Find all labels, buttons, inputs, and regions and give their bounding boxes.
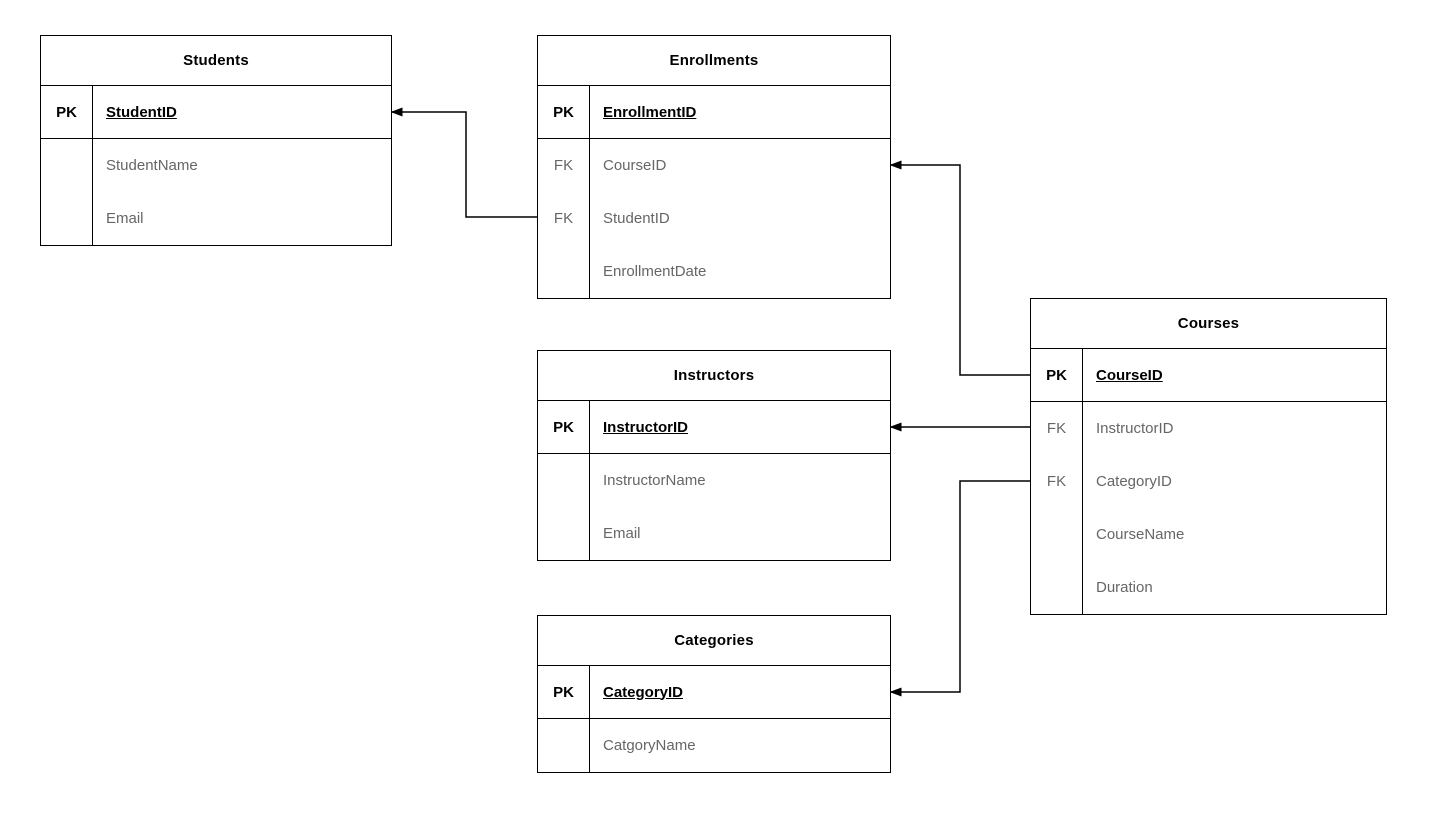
attribute-name: StudentID (603, 210, 670, 227)
attribute-name: CategoryID (1096, 473, 1172, 490)
attribute-name: CourseID (603, 157, 667, 174)
key-label: PK (538, 401, 590, 453)
attribute-name: EnrollmentID (603, 103, 697, 121)
attribute-name: EnrollmentDate (603, 263, 707, 280)
row-courses-duration[interactable]: Duration (1031, 561, 1386, 614)
row-courses-categoryid[interactable]: FK CategoryID (1031, 455, 1386, 508)
attribute-name: CourseName (1096, 526, 1185, 543)
entity-instructors-title: Instructors (538, 351, 890, 401)
attribute-name: CategoryID (603, 683, 684, 701)
key-label: FK (538, 192, 590, 245)
key-label (41, 192, 93, 245)
row-courses-coursename[interactable]: CourseName (1031, 508, 1386, 561)
key-label: FK (538, 139, 590, 192)
row-courses-instructorid[interactable]: FK InstructorID (1031, 402, 1386, 455)
row-enrollments-studentid[interactable]: FK StudentID (538, 192, 890, 245)
key-label (538, 719, 590, 772)
attribute-name: StudentName (106, 157, 198, 174)
entity-instructors[interactable]: Instructors PK InstructorID InstructorNa… (537, 350, 891, 561)
key-label: PK (1031, 349, 1083, 401)
row-students-studentname[interactable]: StudentName (41, 139, 391, 192)
attribute-name: CatgoryName (603, 737, 696, 754)
key-label (41, 139, 93, 192)
attribute-name: Email (603, 525, 641, 542)
key-label (1031, 561, 1083, 614)
row-instructors-instructorname[interactable]: InstructorName (538, 454, 890, 507)
entity-students[interactable]: Students PK StudentID StudentName Email (40, 35, 392, 246)
row-students-studentid[interactable]: PK StudentID (41, 86, 391, 139)
row-enrollments-courseid[interactable]: FK CourseID (538, 139, 890, 192)
entity-courses-title: Courses (1031, 299, 1386, 349)
key-label: PK (538, 666, 590, 718)
attribute-name: InstructorName (603, 472, 706, 489)
attribute-name: InstructorID (603, 418, 689, 436)
entity-categories[interactable]: Categories PK CategoryID CatgoryName (537, 615, 891, 773)
row-enrollments-enrollmentdate[interactable]: EnrollmentDate (538, 245, 890, 298)
key-label (538, 507, 590, 560)
row-instructors-instructorid[interactable]: PK InstructorID (538, 401, 890, 454)
entity-categories-title: Categories (538, 616, 890, 666)
attribute-name: Duration (1096, 579, 1153, 596)
attribute-name: InstructorID (1096, 420, 1174, 437)
attribute-name: StudentID (106, 103, 177, 121)
key-label (1031, 508, 1083, 561)
row-categories-catgoryname[interactable]: CatgoryName (538, 719, 890, 772)
key-label: PK (538, 86, 590, 138)
key-label (538, 454, 590, 507)
attribute-name: Email (106, 210, 144, 227)
connector-courses-courseid-to-enrollments[interactable] (889, 160, 1030, 376)
row-courses-courseid[interactable]: PK CourseID (1031, 349, 1386, 402)
entity-enrollments-title: Enrollments (538, 36, 890, 86)
attribute-name: CourseID (1096, 366, 1163, 384)
row-enrollments-enrollmentid[interactable]: PK EnrollmentID (538, 86, 890, 139)
key-label: FK (1031, 455, 1083, 508)
entity-courses[interactable]: Courses PK CourseID FK InstructorID FK C… (1030, 298, 1387, 615)
row-categories-categoryid[interactable]: PK CategoryID (538, 666, 890, 719)
connector-enrollments-studentid-to-students[interactable] (390, 107, 537, 218)
row-instructors-email[interactable]: Email (538, 507, 890, 560)
connector-courses-categoryid-to-categories[interactable] (889, 480, 1030, 697)
entity-enrollments[interactable]: Enrollments PK EnrollmentID FK CourseID … (537, 35, 891, 299)
row-students-email[interactable]: Email (41, 192, 391, 245)
key-label: PK (41, 86, 93, 138)
key-label (538, 245, 590, 298)
entity-students-title: Students (41, 36, 391, 86)
key-label: FK (1031, 402, 1083, 455)
